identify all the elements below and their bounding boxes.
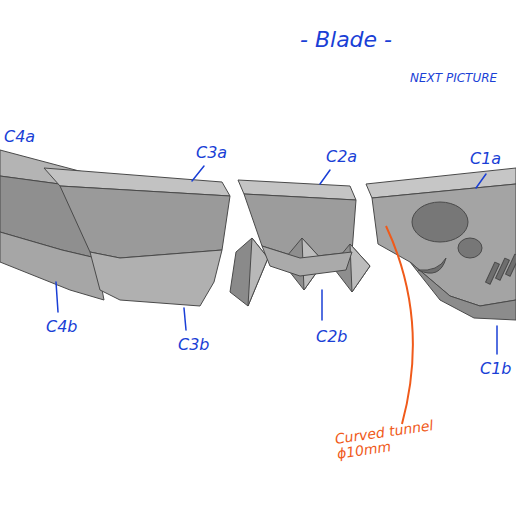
part-label: C4b: [46, 318, 78, 336]
c3-tooth: [230, 238, 268, 306]
c2-tooth-light: [350, 244, 370, 292]
leader-line: [321, 290, 323, 320]
part-label: C3b: [178, 336, 210, 354]
segment-c3-face: [60, 186, 230, 258]
part-label: C2a: [326, 148, 357, 166]
dimension-note: Curved tunnel ϕ10mm: [334, 418, 437, 462]
segment-c3b: [90, 250, 222, 306]
part-label: C2b: [316, 328, 348, 346]
leader-line: [56, 282, 58, 312]
segment-c2b: [262, 246, 352, 276]
leader-line: [476, 174, 486, 188]
c1-cutout: [418, 258, 446, 273]
c1-slot: [506, 254, 516, 276]
tunnel-leader: [386, 226, 413, 424]
note: NEXT PICTURE: [410, 72, 510, 85]
part-label: C3a: [196, 144, 227, 162]
leader-line: [192, 166, 204, 181]
part-label: C1a: [470, 150, 501, 168]
c1-hole: [412, 202, 468, 242]
leader-line: [184, 308, 186, 330]
leader-line: [496, 326, 498, 354]
part-label: C1b: [480, 360, 512, 378]
part-label: C4a: [4, 128, 35, 146]
title: - Blade -: [300, 28, 392, 52]
leader-line: [320, 170, 330, 184]
c1-hole: [458, 238, 482, 258]
